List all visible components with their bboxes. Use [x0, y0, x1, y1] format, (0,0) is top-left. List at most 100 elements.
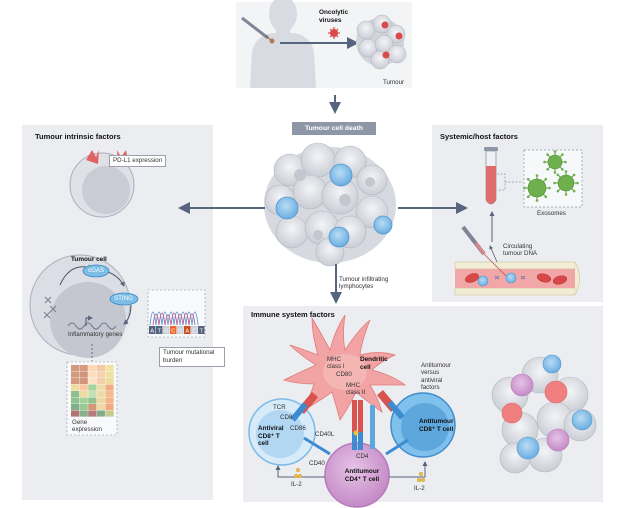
tumour-intrinsic-title: Tumour intrinsic factors: [35, 132, 121, 141]
heatmap-cell: [88, 397, 97, 404]
tumour-cell-death-badge: Tumour cell death: [292, 122, 376, 135]
heatmap-cell: [71, 365, 80, 372]
il2-left-arrow: [275, 465, 325, 478]
tmb-label: Tumour mutational burden: [159, 347, 225, 367]
heatmap-cell: [105, 371, 114, 378]
sequence-base-letter: T: [158, 329, 162, 335]
tcr-label: TCR: [273, 404, 286, 411]
sting-label: STING: [114, 295, 133, 302]
cd86-label: CD86: [290, 425, 306, 432]
tumour-cell-cgas-sting: [29, 254, 139, 361]
sequence-base-letter: A: [185, 329, 189, 335]
heatmap-cell: [88, 384, 97, 391]
antitumour-vs-antiviral-label: Antitumour versus antiviral factors: [421, 362, 451, 392]
heatmap-cell: [96, 378, 105, 385]
immune-cell-cluster: [491, 354, 597, 474]
til-label: Tumour infiltrating lymphocytes: [339, 276, 389, 291]
heatmap-cell: [88, 404, 97, 411]
sequence-base-cell: [198, 326, 205, 334]
heatmap-cell: [88, 410, 97, 417]
sequence-base-cell: [149, 326, 156, 334]
heatmap-cell: [79, 397, 88, 404]
dying-tumour-cluster: [264, 142, 396, 267]
sequence-base-cell: [191, 326, 198, 334]
sequence-base-cell: [163, 326, 170, 334]
sequence-base-cell: [184, 326, 191, 334]
tumour-cell-label: Tumour cell: [71, 256, 107, 263]
heatmap-cell: [79, 365, 88, 372]
il2-molecules: [294, 468, 426, 483]
heatmap-cell: [105, 365, 114, 372]
heatmap-cell: [71, 391, 80, 398]
systemic-host-title: Systemic/host factors: [440, 132, 518, 141]
sequence-base-letter: C: [171, 329, 175, 335]
sequence-base-letter: G: [164, 329, 168, 335]
heatmap-cell: [96, 404, 105, 411]
heatmap-cell: [79, 404, 88, 411]
ctdna-arrow: [489, 245, 498, 263]
syringe-icon: [241, 16, 275, 44]
heatmap-cell: [71, 397, 80, 404]
receptor-complexes: [290, 390, 409, 456]
heatmap-cell: [96, 391, 105, 398]
heatmap-cell: [96, 371, 105, 378]
heatmap-cell: [88, 371, 97, 378]
cd80-label: CD80: [336, 371, 352, 378]
sequence-base-letter: C: [192, 329, 196, 335]
heatmap-cell: [88, 391, 97, 398]
exosomes-label: Exosomes: [537, 210, 566, 217]
pdl1-cell: [69, 150, 135, 218]
heatmap-cell: [105, 391, 114, 398]
virus-icon: [328, 27, 340, 39]
heatmap-cell: [96, 410, 105, 417]
sequence-base-cell: [177, 326, 184, 334]
exosome-icon: [523, 174, 551, 202]
antiviral-cd8-label: Antiviral CD8⁺ T cell: [258, 425, 284, 448]
cd4-label: CD4: [356, 453, 369, 460]
heatmap-cell: [88, 365, 97, 372]
mhc-class2-label: MHC class II: [346, 382, 366, 397]
inflammatory-genes-label: Inflammatory genes: [68, 331, 123, 338]
sequence-base-cell: [170, 326, 177, 334]
exosome-icon: [543, 150, 567, 174]
mhc-class1-label: MHC class I: [327, 356, 345, 371]
heatmap-cell: [71, 410, 80, 417]
heatmap-cell: [79, 371, 88, 378]
antitumour-cd4-label: Antitumour CD4⁺ T cell: [344, 468, 380, 483]
dendritic-cell-label: Dendritic cell: [360, 356, 388, 371]
sequence-base-cell: [156, 326, 163, 334]
heatmap-cell: [71, 378, 80, 385]
heatmap-cell: [105, 378, 114, 385]
cd40-label: CD40: [309, 460, 325, 467]
gene-expression-heatmap: [71, 365, 114, 417]
gene-expression-label: Gene expression: [72, 419, 102, 434]
il2-left-label: IL-2: [291, 481, 302, 488]
heatmap-cell: [96, 397, 105, 404]
heatmap-cell: [79, 410, 88, 417]
pdl1-receptor-left: [86, 150, 99, 164]
cd8-label: CD8: [280, 414, 293, 421]
cd40l-label: CD40L: [315, 431, 335, 438]
heatmap-cell: [71, 384, 80, 391]
tumour-cluster-top: [356, 14, 407, 70]
heatmap-cell: [79, 378, 88, 385]
sequence-base-letter: A: [150, 329, 154, 335]
heatmap-cell: [105, 410, 114, 417]
sequence-base-letter: G: [178, 329, 182, 335]
heatmap-cell: [79, 391, 88, 398]
tumour-label: Tumour: [383, 79, 405, 86]
il2-right-arrow: [389, 461, 428, 478]
sequence-base-letter: T: [200, 329, 204, 335]
antitumour-cd8-label: Antitumour CD8⁺ T cell: [419, 418, 454, 433]
exosome-icons: [523, 150, 579, 202]
heatmap-cell: [71, 371, 80, 378]
exosome-icon: [553, 170, 579, 196]
ctdna-label: Circulating tumour DNA: [503, 243, 538, 258]
blood-vessel: [454, 261, 580, 296]
dendritic-cell: [282, 314, 407, 421]
heatmap-cell: [88, 378, 97, 385]
il2-right-label: IL-2: [414, 485, 425, 492]
heatmap-cell: [96, 365, 105, 372]
